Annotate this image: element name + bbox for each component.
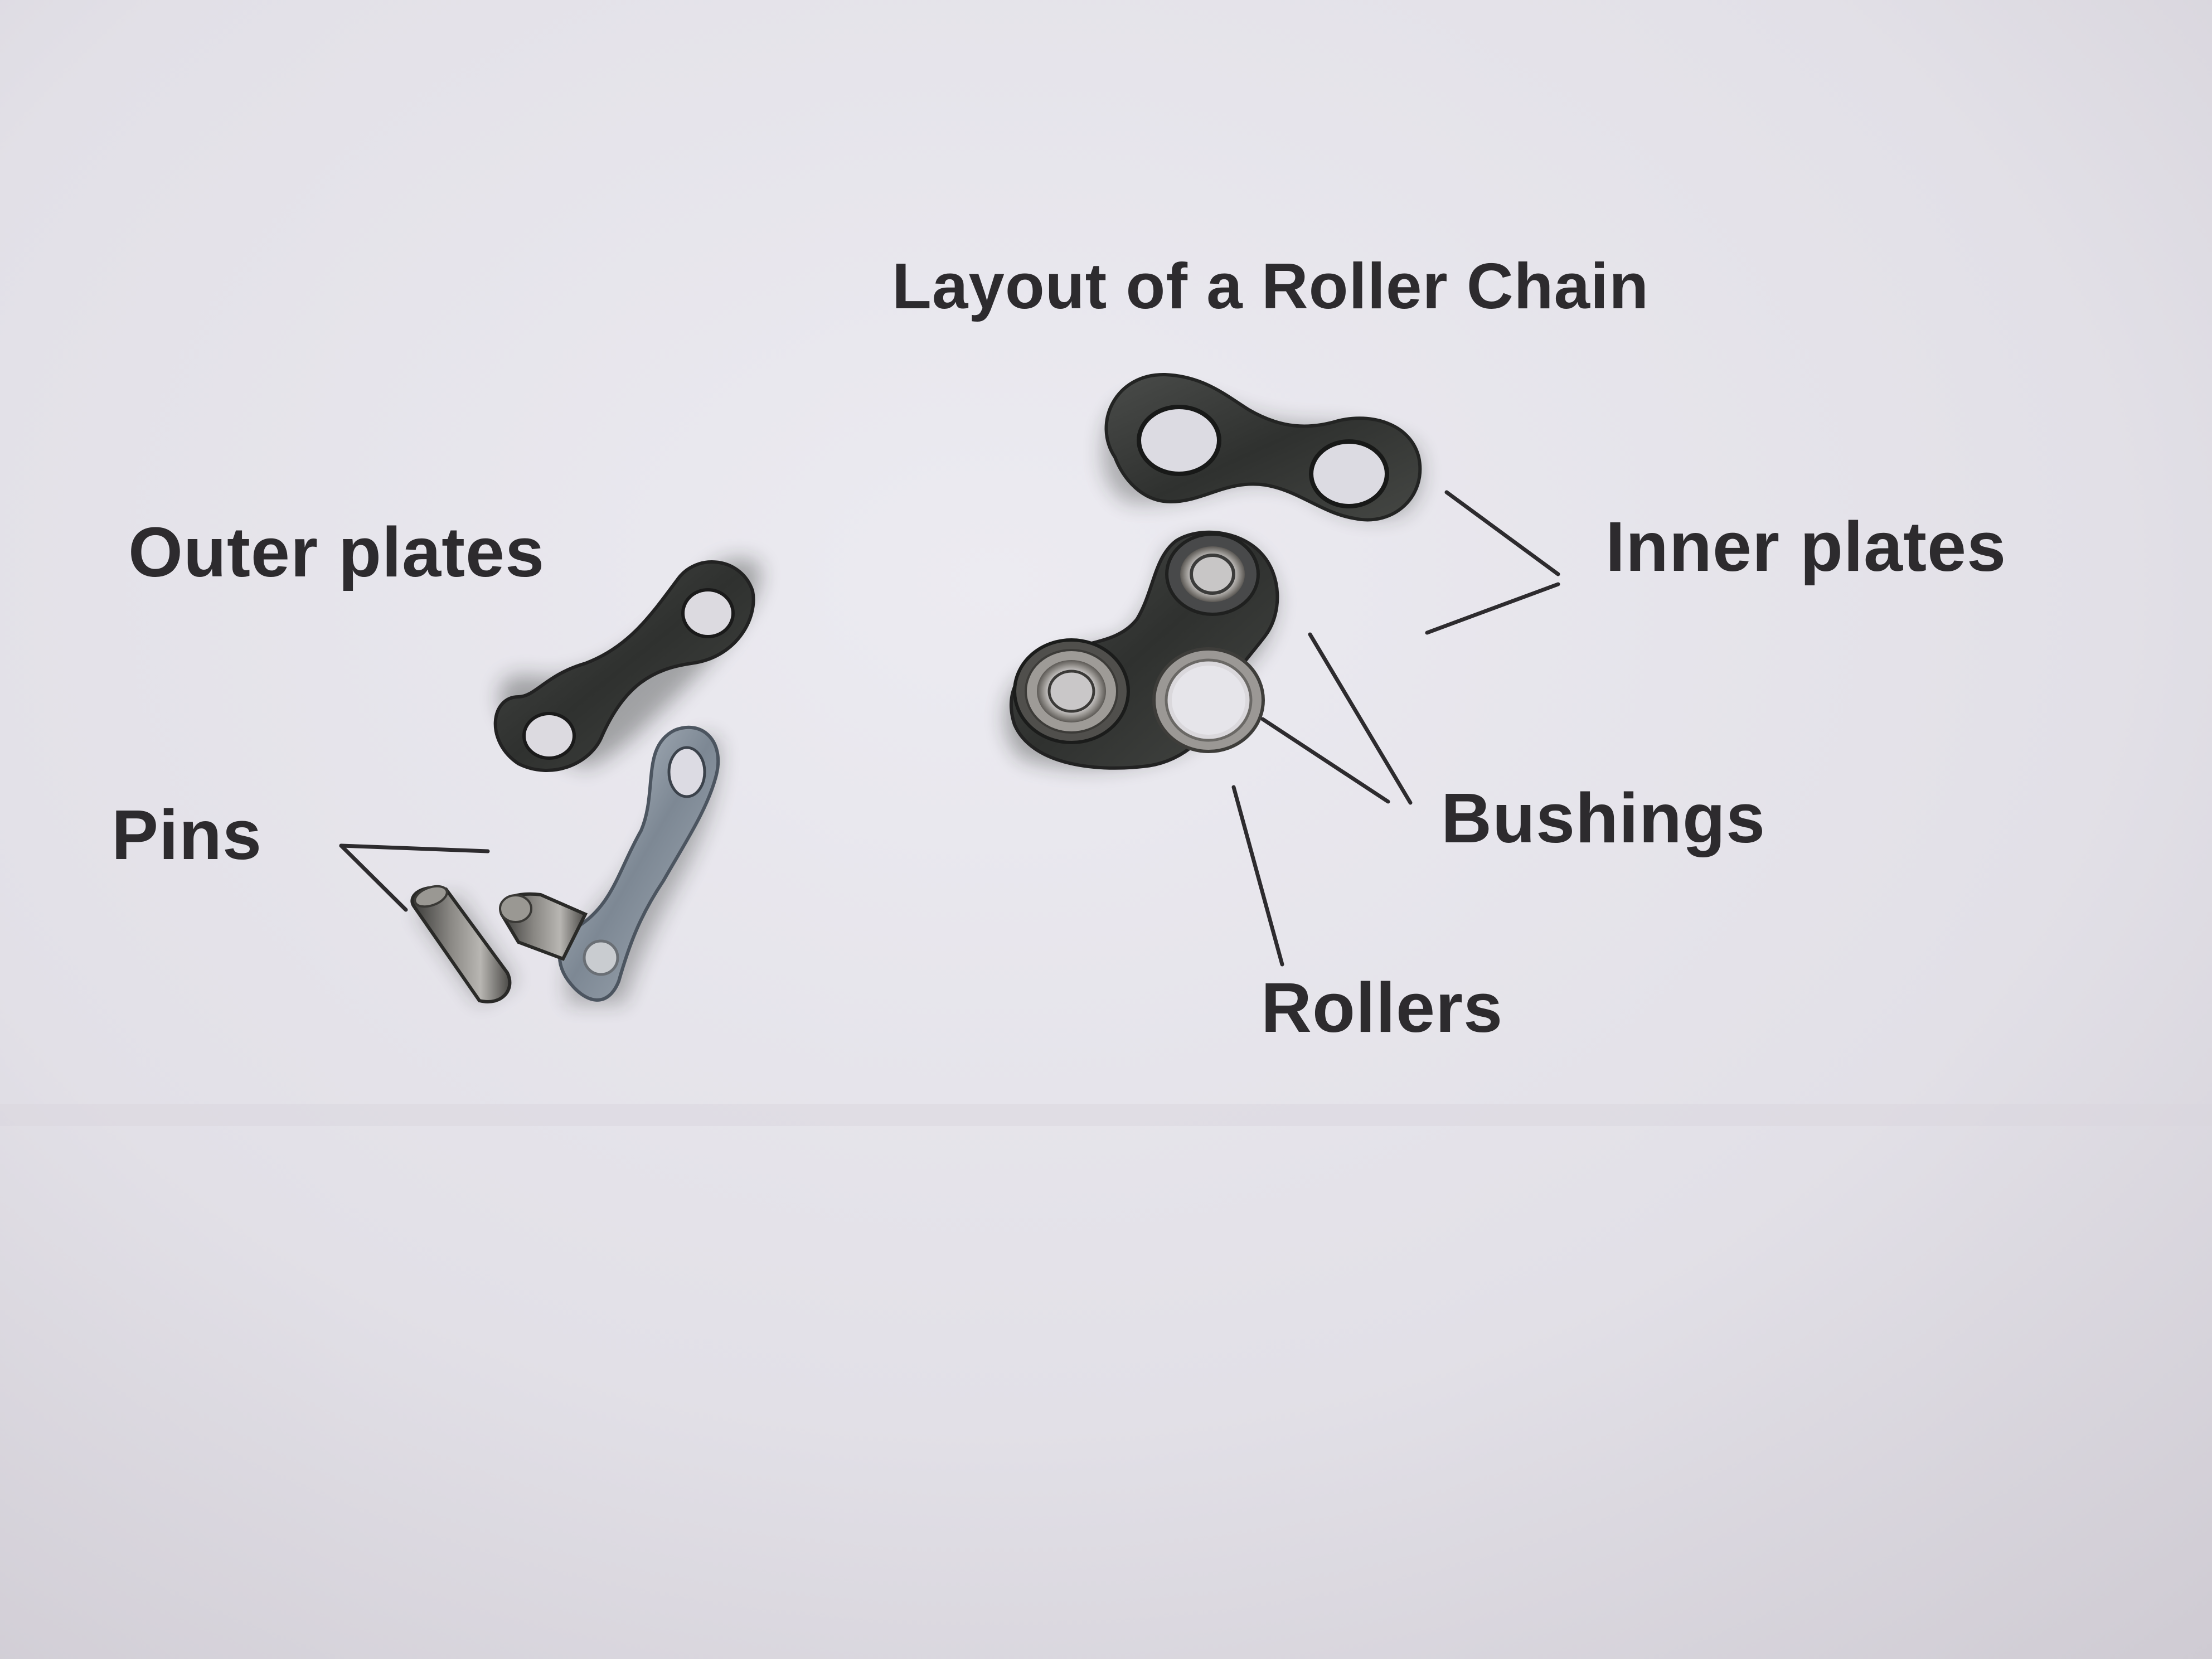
label-inner-plates: Inner plates [1605,507,2007,586]
pin-right [499,892,588,961]
leader-lines [339,490,1560,967]
inner-plate-top [1102,372,1423,522]
leader-bushings-b [1260,717,1390,804]
leader-inner-b [1425,582,1560,635]
leader-inner-a [1444,490,1560,576]
pin-left [410,885,516,1003]
diagram-title: Layout of a Roller Chain [892,250,1650,322]
bushing-left [1013,638,1130,744]
outer-plate-dark [493,559,761,772]
label-rollers: Rollers [1261,968,1503,1047]
leader-bushings-a [1308,632,1413,805]
label-outer-plates: Outer plates [128,513,545,591]
leader-rollers [1231,785,1284,967]
leader-pins-b [339,843,408,912]
label-pins: Pins [111,795,263,874]
label-bushings: Bushings [1441,779,1766,857]
roller [1152,647,1265,753]
leader-pins-a [339,843,490,853]
bushing-top [1165,532,1260,616]
outer-plate-silver [558,725,720,1003]
paper-crease [0,1104,2212,1126]
